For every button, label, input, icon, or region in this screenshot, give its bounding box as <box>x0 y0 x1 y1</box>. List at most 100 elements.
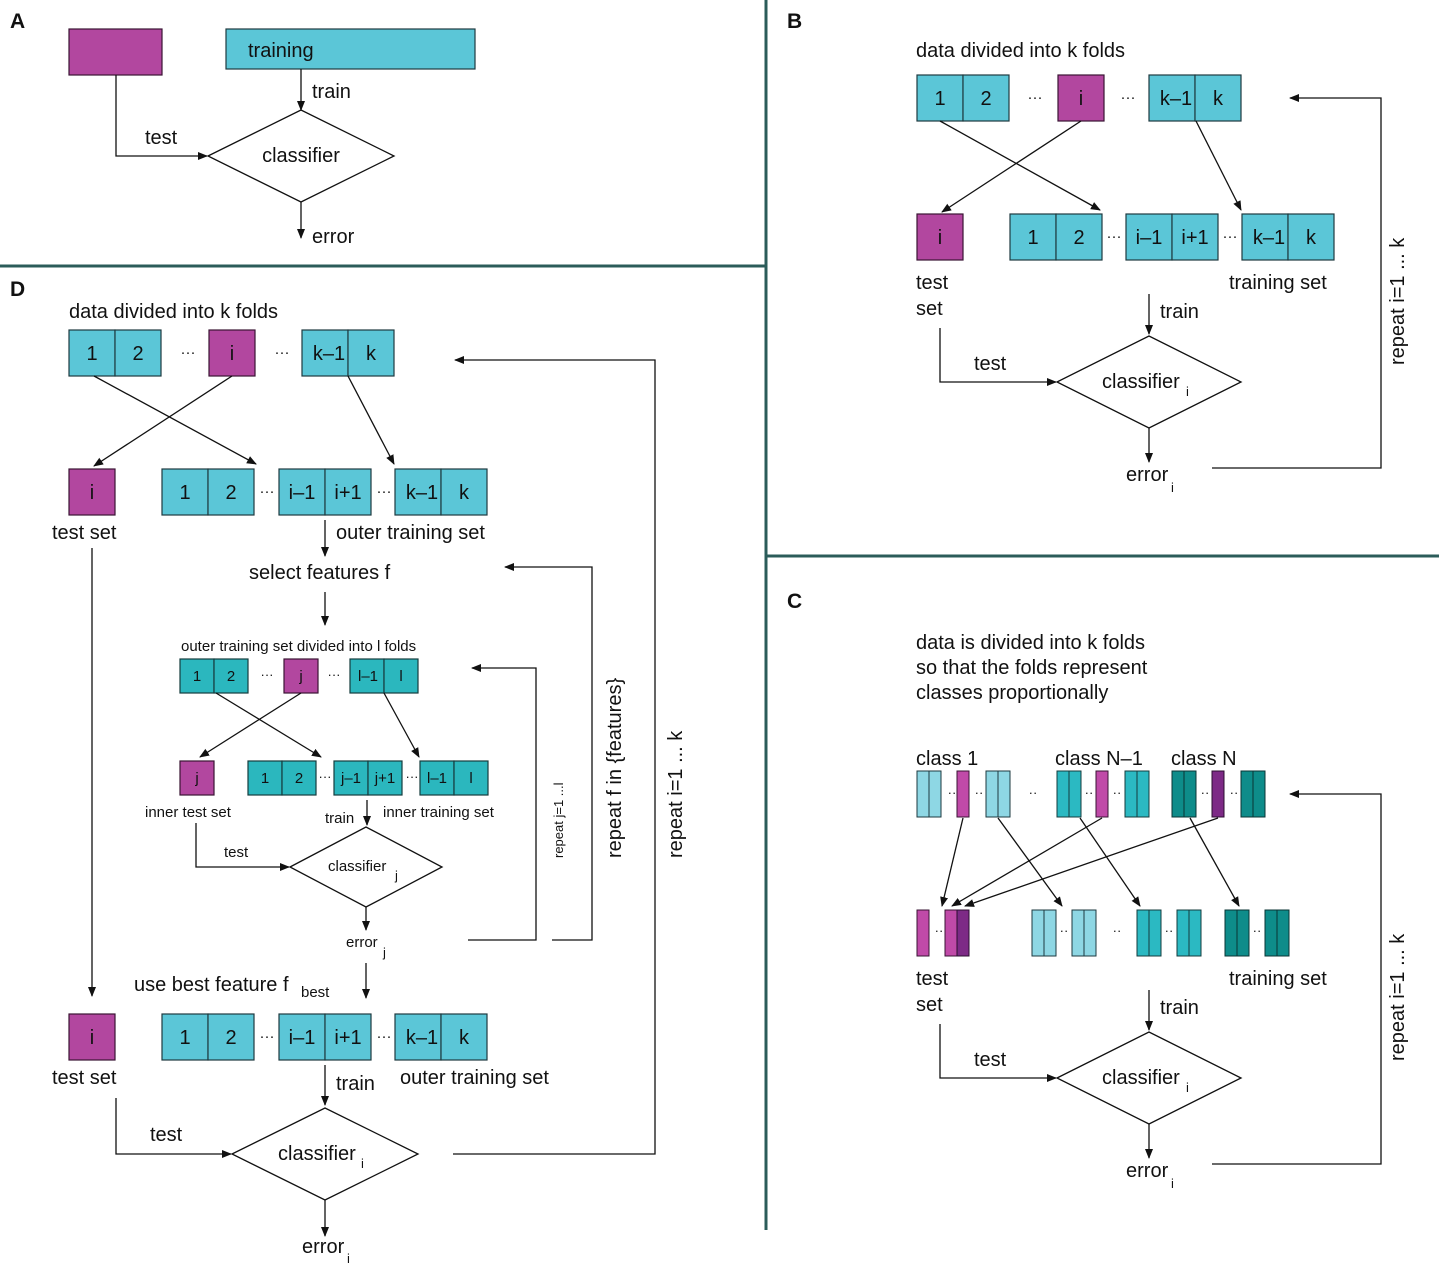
ellipsis: ··· <box>1121 89 1136 106</box>
arrow <box>199 692 302 758</box>
fold-box <box>1287 213 1335 261</box>
error-subscript: i <box>1171 1176 1174 1191</box>
fold-label: k <box>1213 88 1224 110</box>
panel-letter-d: D <box>10 278 25 301</box>
fold-slab <box>1056 770 1070 818</box>
fold-box <box>161 1013 209 1061</box>
fold-label: k–1 <box>406 482 438 504</box>
inner-test-label: test <box>224 844 249 861</box>
panel-letter-c: C <box>787 590 802 613</box>
ellipsis: ··· <box>1028 89 1043 106</box>
ellipsis: ·· <box>1253 923 1262 938</box>
classifier-label: classifier <box>278 1143 356 1165</box>
ellipsis: ·· <box>948 785 957 800</box>
fold-box <box>1148 74 1196 122</box>
panel-a: A training train test classifier error <box>10 10 476 248</box>
fold-slab <box>916 770 930 818</box>
heading-c: classes proportionally <box>916 682 1108 704</box>
ellipsis: ··· <box>1223 228 1238 245</box>
ellipsis: ··· <box>319 769 332 784</box>
class-label: class N–1 <box>1055 748 1143 770</box>
error-label: error <box>312 226 355 248</box>
fold-slab <box>1136 770 1150 818</box>
fold-box <box>394 468 442 516</box>
inner-test-arrow <box>195 823 290 871</box>
fold-label: 2 <box>132 343 143 365</box>
fold-box <box>1194 74 1242 122</box>
inner-error-subscript: j <box>382 945 386 960</box>
fold-slab-test <box>1095 770 1109 818</box>
fold-slab <box>1264 909 1278 957</box>
fold-slab <box>1224 909 1238 957</box>
classifier-diamond <box>1055 1031 1243 1125</box>
fold-label: k <box>459 1027 470 1049</box>
fold-label: 1 <box>193 668 201 685</box>
fold-label: 1 <box>179 1027 190 1049</box>
fold-slab <box>1136 909 1150 957</box>
test-set-label: test set <box>52 522 117 544</box>
test-label: test <box>150 1124 183 1146</box>
fold-slab <box>985 770 999 818</box>
arrow <box>939 120 1101 211</box>
fold-box <box>207 1013 255 1061</box>
fold-label: i <box>90 1027 94 1049</box>
test-set-label: set <box>916 298 943 320</box>
fold-label: j–1 <box>340 770 361 787</box>
test-set-label: test <box>916 272 949 294</box>
fold-box <box>278 468 326 516</box>
test-arrow <box>115 75 208 160</box>
heading-c: data is divided into k folds <box>916 632 1145 654</box>
fold-box <box>114 329 162 377</box>
ellipsis: ··· <box>260 1028 275 1045</box>
repeat-f-loop <box>504 563 593 941</box>
inner-fold-box <box>333 760 369 796</box>
fold-label: k <box>459 482 470 504</box>
arrow <box>940 817 964 907</box>
select-features-label: select features f <box>249 562 391 584</box>
test-set-label: test set <box>52 1067 117 1089</box>
fold-slab <box>1124 770 1138 818</box>
training-set-label: training set <box>1229 968 1327 990</box>
ellipsis: ·· <box>1201 785 1210 800</box>
arrow <box>1079 817 1141 907</box>
fold-slab-test <box>916 909 930 957</box>
ellipsis: ··· <box>260 483 275 500</box>
fold-box <box>1171 213 1219 261</box>
ellipsis: ··· <box>261 667 274 682</box>
arrow <box>93 375 233 467</box>
error-label: error <box>1126 464 1169 486</box>
inner-fold-box <box>179 658 215 694</box>
fold-label: i <box>230 343 234 365</box>
error-subscript: i <box>1171 480 1174 495</box>
inner-classifier-label: classifier <box>328 858 386 875</box>
fold-label: i+1 <box>1181 227 1208 249</box>
ellipsis: ··· <box>377 483 392 500</box>
fold-box <box>440 468 488 516</box>
inner-test-set-label: inner test set <box>145 804 232 821</box>
fold-label: i <box>938 227 942 249</box>
fold-label: 2 <box>295 770 303 787</box>
fold-slab-test <box>1211 770 1225 818</box>
fold-box <box>324 1013 372 1061</box>
fold-label: k <box>366 343 377 365</box>
train-label: train <box>1160 997 1199 1019</box>
fold-label: 1 <box>934 88 945 110</box>
inner-train-label: train <box>325 810 354 827</box>
test-set-label: set <box>916 994 943 1016</box>
fold-box <box>1009 213 1057 261</box>
ellipsis: ··· <box>377 1028 392 1045</box>
train-label: train <box>312 81 351 103</box>
ellipsis: ·· <box>1060 923 1069 938</box>
fold-box <box>207 468 255 516</box>
inner-fold-box <box>213 658 249 694</box>
repeat-loop-arrow <box>1212 790 1382 1165</box>
class-label: class N <box>1171 748 1237 770</box>
fold-box-test <box>1057 74 1105 122</box>
fold-label: 1 <box>1027 227 1038 249</box>
test-label: test <box>974 353 1007 375</box>
fold-label: k–1 <box>406 1027 438 1049</box>
repeat-loop-arrow <box>1212 94 1382 469</box>
fold-box <box>68 329 116 377</box>
classifier-diamond <box>230 1107 420 1201</box>
